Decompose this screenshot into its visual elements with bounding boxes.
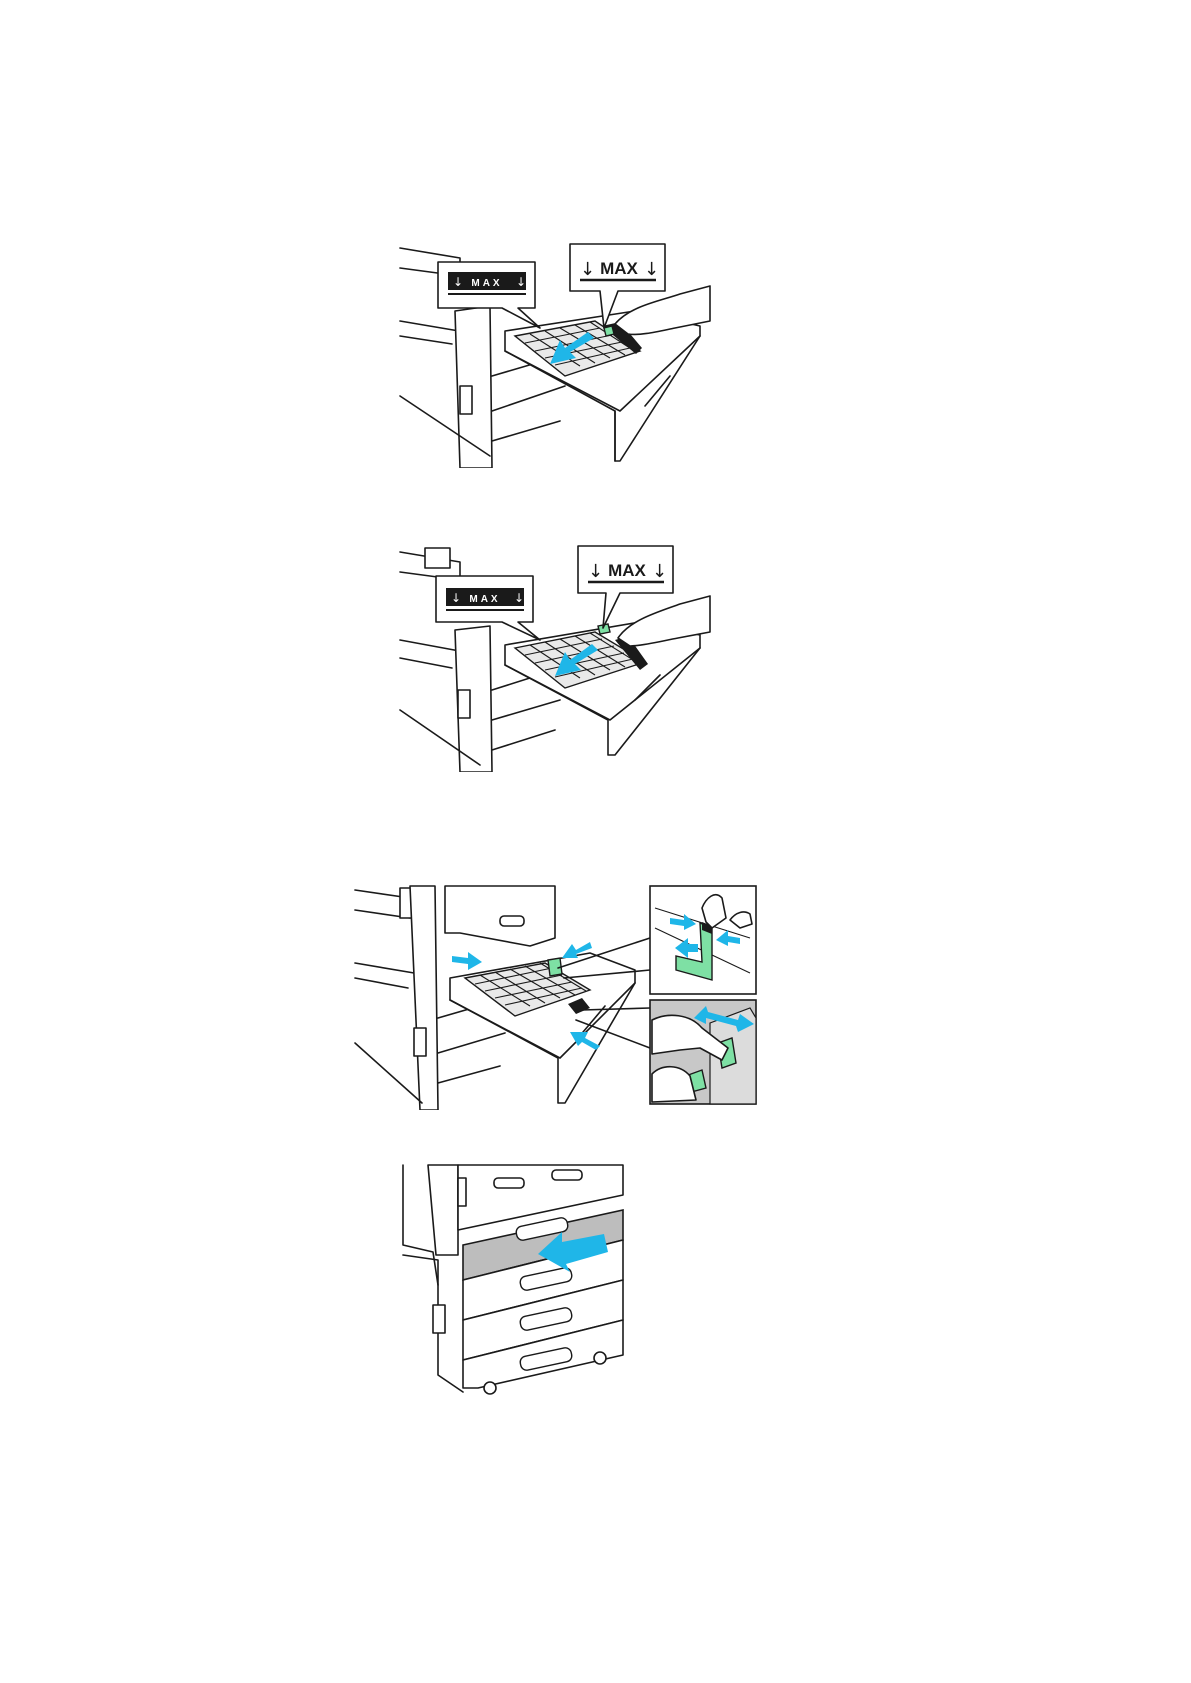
side-handle-icon	[460, 386, 472, 414]
max-label: MAX	[600, 259, 638, 278]
svg-text:↓: ↓	[644, 259, 659, 280]
figure-2-illustration: ↓ ↓ MAX ↓ ↓ MAX	[390, 540, 720, 772]
green-guide-icon	[604, 326, 614, 336]
svg-text:↓: ↓	[453, 275, 463, 289]
svg-text:↓: ↓	[652, 561, 667, 582]
figure-1-illustration: ↓ ↓ MAX ↓ ↓ MAX	[390, 236, 720, 468]
svg-text:↓: ↓	[516, 275, 526, 289]
svg-text:↓: ↓	[451, 591, 461, 605]
side-handle-icon	[414, 1028, 426, 1056]
figure-3-illustration	[350, 878, 765, 1110]
inset-adjust-length-guide	[650, 886, 756, 994]
figure-1-load-tray-max: ↓ ↓ MAX ↓ ↓ MAX	[390, 236, 720, 468]
svg-text:↓: ↓	[580, 259, 595, 280]
inset-adjust-width-guide	[650, 1000, 756, 1104]
caster-icon	[594, 1352, 606, 1364]
figure-2-load-tray-max: ↓ ↓ MAX ↓ ↓ MAX	[390, 540, 720, 772]
caster-icon	[484, 1382, 496, 1394]
push-arrow-icon	[452, 952, 482, 970]
figure-3-adjust-guides	[350, 878, 765, 1110]
max-label: MAX	[469, 594, 500, 605]
side-handle-icon	[458, 690, 470, 718]
svg-text:↓: ↓	[514, 591, 524, 605]
figure-4-close-tray	[398, 1160, 628, 1395]
max-label: MAX	[471, 278, 502, 289]
max-label: MAX	[608, 561, 646, 580]
figure-4-illustration	[398, 1160, 628, 1395]
svg-text:↓: ↓	[588, 561, 603, 582]
side-handle-icon	[458, 1178, 466, 1206]
